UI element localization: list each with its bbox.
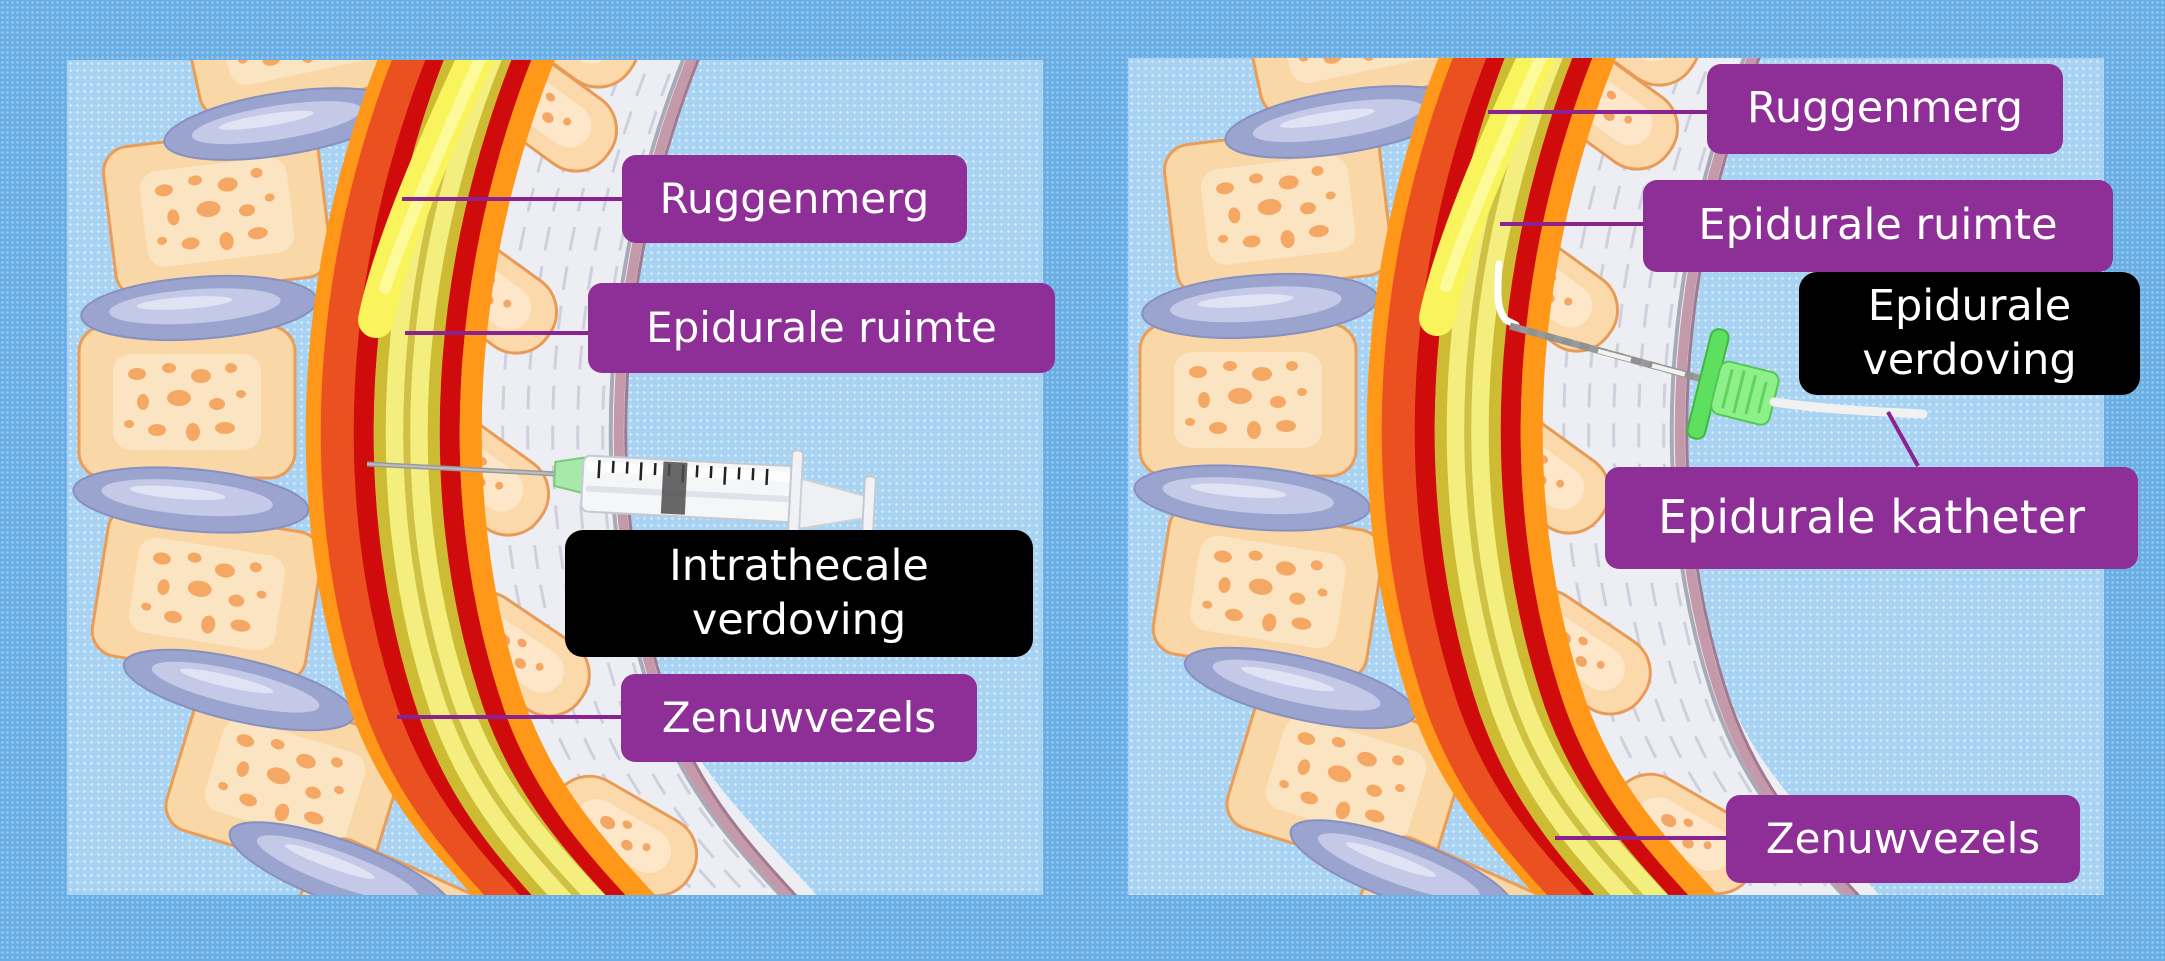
label-intrathecale-verdoving-line1: Intrathecale (669, 540, 929, 591)
spine-illustration-intrathecal (67, 60, 1043, 895)
label-zenuwvezels: Zenuwvezels (621, 674, 977, 762)
label-intrathecale-verdoving-line2: verdoving (691, 594, 907, 645)
catheter-inside-needle (1597, 348, 1703, 382)
label-epidurale-verdoving-line2: verdoving (1862, 334, 2077, 385)
label-zenuwvezels-text: Zenuwvezels (1765, 813, 2041, 863)
syringe-hub (553, 456, 587, 495)
epidural-catheter-icon (1494, 260, 1928, 440)
catheter-tube (1769, 397, 1928, 419)
spine-illustration-epidural (1128, 58, 2104, 895)
label-epidurale-verdoving-line1: Epidurale (1867, 280, 2072, 331)
label-epidurale-ruimte-text: Epidurale ruimte (646, 302, 997, 352)
label-epidurale-ruimte-text: Epidurale ruimte (1698, 200, 2058, 251)
label-ruggenmerg: Ruggenmerg (622, 155, 967, 243)
label-epidurale-ruimte: Epidurale ruimte (1643, 180, 2113, 272)
label-zenuwvezels: Zenuwvezels (1726, 795, 2080, 883)
panel-intrathecal-anesthesia: Ruggenmerg Epidurale ruimte Intrathecale… (67, 60, 1055, 895)
catheter-in-epidural-space (1494, 260, 1520, 329)
label-intrathecale-verdoving: Intrathecale verdoving (565, 530, 1033, 657)
label-epidurale-verdoving: Epidurale verdoving (1799, 272, 2140, 395)
label-epidurale-katheter-text: Epidurale katheter (1658, 490, 2085, 545)
leader-line-epidurale-katheter (1886, 411, 1920, 467)
label-ruggenmerg-text: Ruggenmerg (659, 173, 930, 223)
catheter-connector-icon (1686, 328, 1780, 440)
label-ruggenmerg-text: Ruggenmerg (1746, 83, 2024, 134)
leader-lines (1488, 110, 1920, 840)
label-epidurale-ruimte: Epidurale ruimte (588, 283, 1055, 373)
syringe-icon (366, 449, 877, 540)
label-epidurale-katheter: Epidurale katheter (1605, 467, 2138, 569)
plunger-seal (660, 461, 688, 515)
plunger-rod (798, 477, 868, 530)
label-ruggenmerg: Ruggenmerg (1707, 64, 2063, 154)
connector-body (1710, 360, 1780, 426)
panel-epidural-anesthesia: Ruggenmerg Epidurale ruimte Epidurale ve… (1128, 58, 2140, 895)
leader-lines (397, 197, 627, 719)
label-zenuwvezels-text: Zenuwvezels (661, 692, 937, 742)
